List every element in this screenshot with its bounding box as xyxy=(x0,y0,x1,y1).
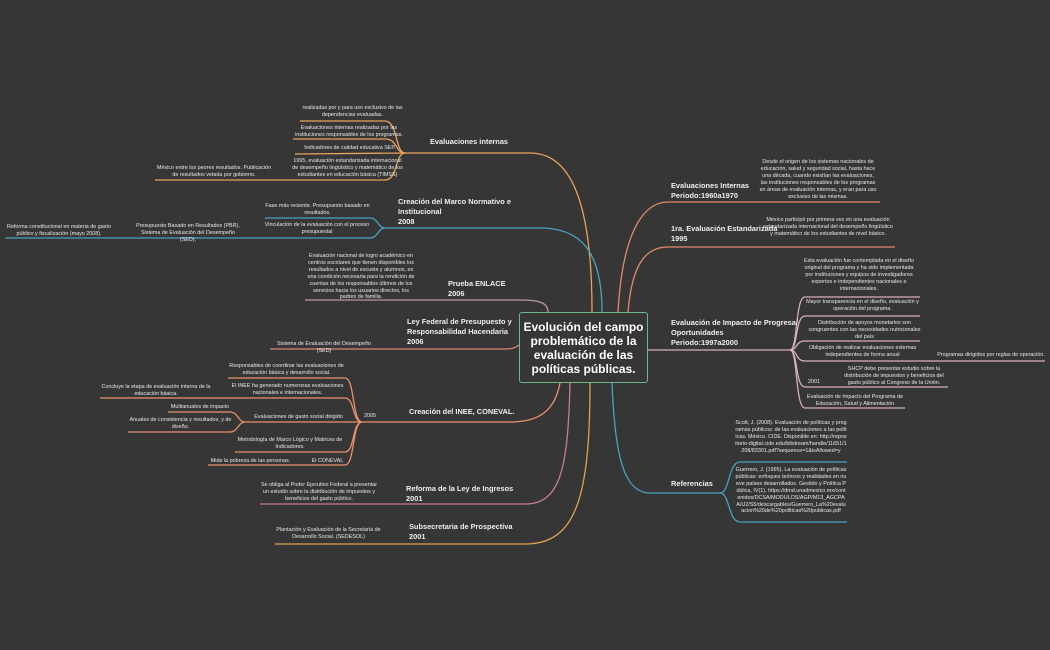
branch-lines-inee xyxy=(100,377,561,466)
subtopic[interactable]: Presupuesto Basado en Resultados (PBR), … xyxy=(136,223,240,243)
subtopic[interactable]: Metodología de Marco Lógico y Matrices d… xyxy=(237,437,343,450)
subtopic[interactable]: Desde el origen de los sistemas nacional… xyxy=(759,159,877,200)
branch-lines-periodo xyxy=(617,201,895,313)
topic-year: 1995 xyxy=(671,234,688,243)
branch-lines-subsecretaria xyxy=(275,382,591,545)
branch-lines-ley-federal xyxy=(270,344,520,350)
subtopic[interactable]: 1995, evaluación estandarizada internaci… xyxy=(292,158,403,178)
subtopic[interactable]: Reforma constitucional en materia de gas… xyxy=(7,224,111,237)
topic-period: Periodo:1960a1970 xyxy=(671,191,738,200)
year-label[interactable]: 2001 xyxy=(808,379,820,385)
topic-inee-coneval[interactable]: Creación del INEE, CONEVAL. xyxy=(409,407,515,416)
central-topic-text: Evolución del campo problemático de la e… xyxy=(523,319,644,376)
topic-label: Evaluación de Impacto de Progresa/ xyxy=(671,318,798,327)
subtopic[interactable]: Mide la pobreza de las personas. xyxy=(210,458,291,464)
branch-lines-ley-ingresos xyxy=(260,382,571,505)
topic-label: Reforma de la Ley de Ingresos xyxy=(406,484,514,493)
subtopic[interactable]: SHCP debe presentar estudio sobre la dis… xyxy=(844,366,944,386)
topic-year: 2006 xyxy=(407,337,424,346)
topic-label: 1ra. Evaluación Estandarizada xyxy=(671,224,778,233)
subtopic[interactable]: Evaluación de Impacto del Programa de Ed… xyxy=(807,394,903,407)
topic-label: Ley Federal de Presupuesto y Responsabil… xyxy=(407,317,512,336)
reference-item[interactable]: Guerrero, J. (1995). La evaluación de po… xyxy=(735,467,847,515)
central-topic[interactable]: Evolución del campo problemático de la e… xyxy=(519,312,648,383)
topic-label: Subsecretaria de Prospectiva xyxy=(409,522,513,531)
subtopic[interactable]: Esta evaluación fue contemplada en el di… xyxy=(804,258,914,292)
subtopic[interactable]: Concluye la etapa de evaluación interna … xyxy=(101,384,211,397)
subtopic[interactable]: Sistema de Evaluación del Desempeño (SED… xyxy=(276,341,372,354)
subtopic[interactable]: Programas dirigidos por reglas de operac… xyxy=(937,352,1045,358)
subtopic[interactable]: El INEE ha generado numerosas evaluacion… xyxy=(231,383,344,396)
subtopic[interactable]: Distribución de apoyos monetarios son co… xyxy=(808,320,921,340)
subtopic[interactable]: realizadas por y para uso exclusivo de l… xyxy=(302,105,403,118)
branch-lines-progresa xyxy=(648,296,1045,409)
topic-ley-federal[interactable]: Ley Federal de Presupuesto y Responsabil… xyxy=(407,317,517,347)
topic-label: Prueba ENLACE xyxy=(448,279,506,288)
subtopic[interactable]: México participó por primera vez en una … xyxy=(763,217,893,237)
topic-label: Creación del Marco Normativo e Instituci… xyxy=(398,197,511,216)
subtopic[interactable]: Se obliga al Poder Ejecutivo Federal a p… xyxy=(261,482,377,502)
topic-year: 2001 xyxy=(406,494,423,503)
subtopic[interactable]: Plantación y Evaluación de la Secretaría… xyxy=(276,527,381,540)
subtopic[interactable]: Evaluación nacional de logro académico e… xyxy=(307,253,415,301)
subtopic[interactable]: Evaluaciones de gasto social dirigido xyxy=(254,414,343,420)
subtopic[interactable]: Indicadores de calidad educativa SEP. xyxy=(304,145,396,151)
branch-lines-evaluaciones-internas xyxy=(155,120,593,313)
year-label[interactable]: 2005 xyxy=(364,413,376,419)
topic-period: Periodo:1997a2000 xyxy=(671,338,738,347)
subtopic[interactable]: México entre los peores resultados. Publ… xyxy=(156,165,272,178)
topic-progresa[interactable]: Evaluación de Impacto de Progresa/Oportu… xyxy=(671,318,798,348)
subtopic[interactable]: El CONEVAL xyxy=(311,458,344,464)
subtopic[interactable]: Anuales de consistencia y resultados, y … xyxy=(129,417,232,430)
topic-year: 2008 xyxy=(398,217,415,226)
topic-year: 2006 xyxy=(448,289,465,298)
subtopic[interactable]: Fase más reciente. Presupuesto basado en… xyxy=(265,203,370,216)
topic-evaluaciones-internas[interactable]: Evaluaciones internas xyxy=(430,137,509,146)
topic-label-2: Oportunidades xyxy=(671,328,724,337)
subtopic[interactable]: Obligación de realizar evaluaciones exte… xyxy=(808,345,917,358)
topic-year: 2001 xyxy=(409,532,426,541)
subtopic[interactable]: Multianuales de impacto xyxy=(170,404,230,410)
branch-lines-referencias xyxy=(611,382,847,523)
topic-referencias[interactable]: Referencias xyxy=(671,479,713,488)
subtopic[interactable]: Responsables de coordinar las evaluacion… xyxy=(229,363,344,376)
reference-item[interactable]: Scott, J. (2008). Evaluación de política… xyxy=(735,420,847,454)
subtopic[interactable]: Vinculación de la evaluación con el proc… xyxy=(264,222,370,235)
branch-lines-marco-normativo xyxy=(5,217,603,313)
topic-marco-normativo[interactable]: Creación del Marco Normativo e Instituci… xyxy=(398,197,518,227)
subtopic[interactable]: Evaluaciones internas realizadas por las… xyxy=(295,125,403,138)
topic-label: Evaluaciones Internas xyxy=(671,181,750,190)
branch-lines-enlace xyxy=(305,299,549,313)
subtopic[interactable]: Mayor transparencia en el diseño, evalua… xyxy=(806,299,919,312)
